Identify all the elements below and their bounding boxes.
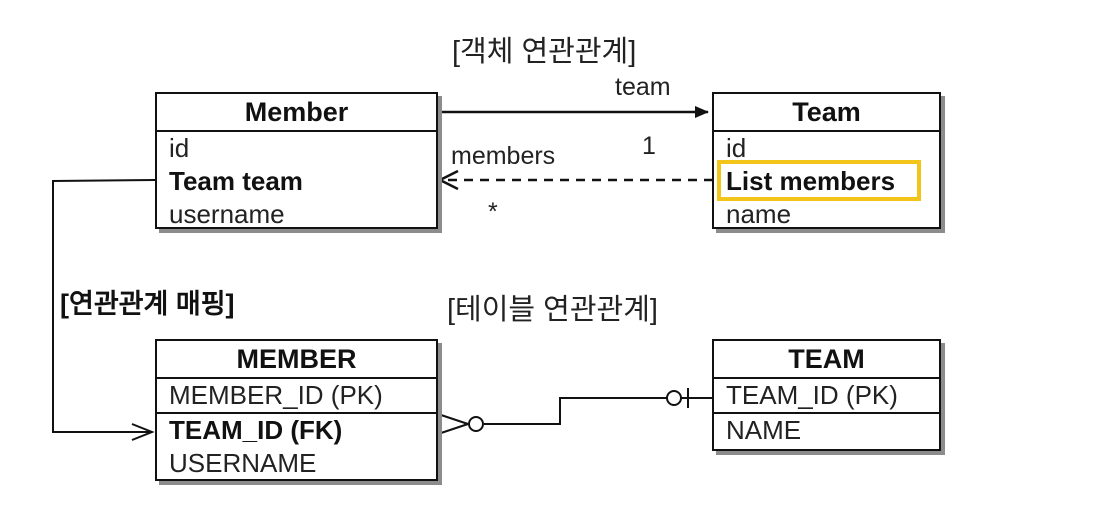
- one-multiplicity-label: 1: [642, 132, 656, 160]
- team-field-members: List members: [726, 166, 896, 196]
- members-relation-label: members: [451, 142, 556, 170]
- team-field-name: name: [726, 199, 792, 229]
- many-multiplicity-label: *: [488, 198, 498, 226]
- member-column-team-id: TEAM_ID (FK): [169, 415, 343, 445]
- team-class-name: Team: [714, 94, 939, 132]
- member-field-team: Team team: [169, 166, 303, 196]
- members-field-highlight: [717, 160, 921, 201]
- team-table-name: TEAM: [714, 341, 939, 379]
- object-relationship-title: [객체 연관관계]: [452, 36, 637, 68]
- table-relationship-line: [437, 388, 712, 435]
- team-table-box: TEAM TEAM_ID (PK) NAME: [712, 339, 941, 451]
- member-field-id: id: [169, 133, 190, 163]
- member-class-name: Member: [157, 94, 436, 132]
- member-class-box: Member id Team team username: [155, 92, 438, 229]
- team-column-team-id: TEAM_ID (PK): [714, 379, 939, 414]
- member-column-username: USERNAME: [169, 448, 317, 478]
- member-table-box: MEMBER MEMBER_ID (PK) TEAM_ID (FK) USERN…: [155, 339, 438, 481]
- mapping-connector-arrowhead: [131, 423, 155, 441]
- member-field-username: username: [169, 199, 285, 229]
- team-to-member-arrowhead: [437, 169, 459, 191]
- table-relationship-title: [테이블 연관관계]: [447, 294, 658, 326]
- team-field-id: id: [726, 133, 747, 163]
- team-relation-label: team: [615, 73, 671, 101]
- member-table-name: MEMBER: [157, 341, 436, 379]
- team-column-name: NAME: [726, 415, 802, 445]
- member-column-member-id: MEMBER_ID (PK): [157, 379, 436, 414]
- mapping-title: [연관관계 매핑]: [60, 289, 235, 319]
- mapping-connector: [52, 179, 156, 433]
